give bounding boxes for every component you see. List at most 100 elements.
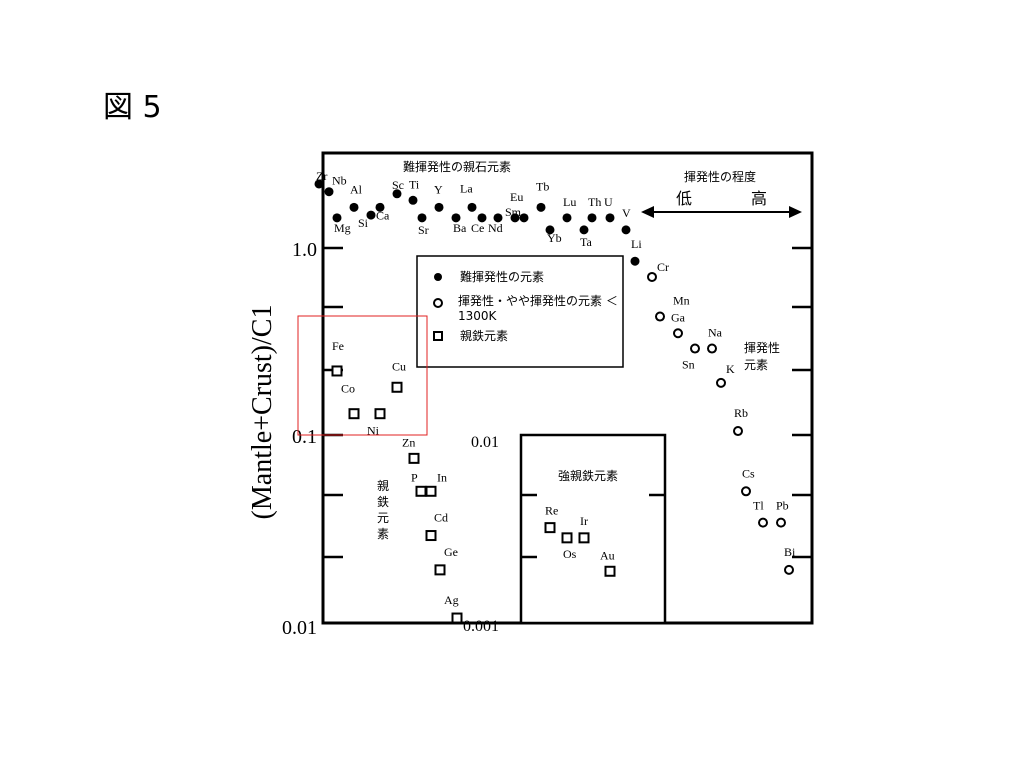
data-point-ca (375, 202, 385, 212)
point-label-ce: Ce (471, 221, 484, 235)
data-point-au (604, 565, 616, 577)
legend-volatile-wrap: 揮発性・やや揮発性の元素 ＜1300K (458, 294, 618, 323)
point-label-sm: Sm (505, 205, 522, 219)
point-label-in: In (437, 470, 447, 484)
y-tick-marks-left (323, 246, 343, 559)
low-label: 低 (676, 189, 692, 208)
point-label-co: Co (341, 382, 355, 396)
data-point-k (716, 377, 726, 388)
point-label-ca: Ca (376, 208, 390, 222)
y-tick-label-1: 1.0 (292, 239, 317, 261)
point-label-k: K (726, 362, 735, 376)
data-point-ce (477, 213, 487, 223)
legend-siderophile: 親鉄元素 (460, 328, 508, 343)
point-label-ag: Ag (444, 593, 459, 607)
point-label-sr: Sr (418, 223, 429, 237)
y-axis-label: (Mantle+Crust)/C1 (247, 305, 278, 520)
y-tick-label-0.1: 0.1 (292, 426, 317, 448)
legend-volatile: 揮発性・やや揮発性の元素 ＜1300K (458, 294, 618, 323)
point-label-y: Y (434, 182, 443, 196)
data-point-ga (673, 328, 683, 339)
data-point-nb (324, 187, 334, 197)
point-label-v: V (622, 206, 631, 220)
data-point-ni (374, 408, 386, 420)
point-label-na: Na (708, 326, 723, 340)
data-point-tl (758, 517, 768, 528)
volatile-elements-label-line2: 元素 (744, 358, 768, 372)
volatile-elements-label-line1: 揮発性 (744, 341, 780, 355)
data-point-v (621, 225, 631, 235)
inset-tick-0.01: 0.01 (471, 434, 499, 451)
point-label-sc: Sc (392, 178, 404, 192)
data-point-y (434, 202, 444, 212)
data-point-cr (647, 271, 657, 282)
data-point-ge (434, 564, 446, 576)
point-label-pb: Pb (776, 499, 789, 513)
point-label-u: U (604, 195, 613, 209)
data-point-lu (562, 213, 572, 223)
legend-filled-circle-marker (434, 273, 442, 281)
data-point-ba (451, 213, 461, 223)
data-point-cs (741, 486, 751, 497)
point-label-ti: Ti (409, 177, 420, 191)
inset-title: 強親鉄元素 (558, 468, 618, 483)
y-tick-marks-right (792, 246, 812, 559)
data-point-sn (690, 343, 700, 354)
volatility-arrow (641, 206, 802, 218)
data-point-os (561, 532, 573, 544)
point-label-tb: Tb (536, 179, 549, 193)
data-point-la (467, 202, 477, 212)
data-point-na (707, 343, 717, 354)
point-label-ir: Ir (580, 514, 588, 528)
point-label-ga: Ga (671, 310, 686, 324)
point-label-la: La (460, 181, 473, 195)
point-label-si: Si (358, 216, 369, 230)
data-point-fe (331, 365, 343, 377)
data-point-rb (733, 426, 743, 437)
svg-text:元: 元 (377, 511, 389, 525)
inset-tick-0.001: 0.001 (463, 618, 499, 635)
point-label-eu: Eu (510, 190, 523, 204)
point-label-zn: Zn (402, 435, 415, 449)
data-point-al (349, 202, 359, 212)
data-point-ir (578, 532, 590, 544)
highlight-box (297, 315, 428, 436)
data-point-eu (519, 213, 529, 223)
point-label-cd: Cd (434, 511, 448, 525)
data-point-zn (408, 452, 420, 464)
data-point-zr (314, 179, 324, 189)
point-label-al: Al (350, 182, 363, 196)
point-label-ge: Ge (444, 545, 458, 559)
svg-text:素: 素 (377, 527, 389, 541)
data-point-sr (417, 213, 427, 223)
data-point-si (366, 210, 376, 220)
data-point-co (348, 408, 360, 420)
legend-open-square-marker (433, 331, 443, 341)
data-point-ag (451, 612, 463, 624)
svg-text:鉄: 鉄 (377, 494, 389, 509)
data-point-ta (579, 225, 589, 235)
data-point-p (415, 485, 427, 497)
point-label-th: Th (588, 195, 601, 209)
data-point-mn (655, 311, 665, 322)
data-point-sc (392, 189, 402, 199)
point-label-cs: Cs (742, 466, 755, 480)
data-point-tb (536, 202, 546, 212)
point-label-cr: Cr (657, 260, 669, 274)
data-point-mg (332, 213, 342, 223)
data-point-u (605, 213, 615, 223)
point-label-au: Au (600, 548, 615, 562)
data-point-yb (545, 225, 555, 235)
data-point-cd (425, 530, 437, 542)
point-label-mn: Mn (673, 294, 690, 308)
data-point-sm (510, 213, 520, 223)
inset-box (519, 433, 667, 625)
point-label-li: Li (631, 237, 642, 251)
point-label-zr: Zr (316, 169, 327, 183)
refractory-lithophile-label: 難揮発性の親石元素 (403, 159, 511, 174)
point-label-re: Re (545, 504, 558, 518)
point-label-sn: Sn (682, 358, 695, 372)
data-point-th (587, 213, 597, 223)
point-label-fe: Fe (332, 339, 344, 353)
